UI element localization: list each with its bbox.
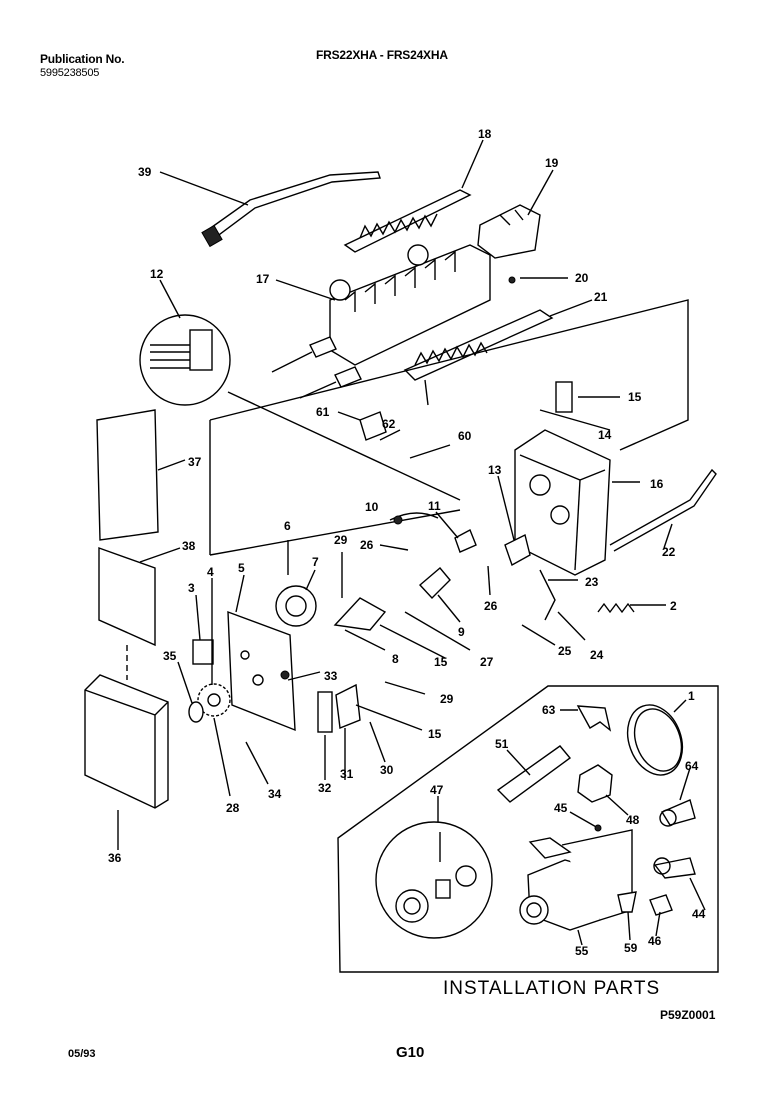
callout-59: 59 [624,941,638,955]
callout-17: 17 [256,272,270,286]
callout-64: 64 [685,759,699,773]
callout-47: 47 [430,783,444,797]
callout-39: 39 [138,165,152,179]
callout-34: 34 [268,787,282,801]
page-id: G10 [396,1044,425,1061]
callout-26: 26 [360,538,374,552]
callout-15: 15 [628,390,642,404]
callout-15b: 15 [434,655,448,669]
callout-60: 60 [458,429,472,443]
control-housing [514,429,640,576]
front-cover [84,674,169,850]
callout-62: 62 [382,417,396,431]
callout-55: 55 [575,944,589,958]
callout-30: 30 [380,763,394,777]
callout-16: 16 [650,477,664,491]
callout-26b: 26 [484,599,498,613]
callout-20: 20 [575,271,589,285]
callout-22: 22 [662,545,676,559]
callout-21: 21 [594,290,608,304]
callout-28: 28 [226,801,240,815]
callout-37: 37 [188,455,202,469]
callout-14: 14 [598,428,612,442]
callout-23: 23 [585,575,599,589]
callout-18: 18 [478,127,492,141]
installation-parts-label: INSTALLATION PARTS [443,978,661,999]
callout-63: 63 [542,703,556,717]
ejector-blade [343,139,484,253]
callout-51: 51 [495,737,509,751]
callout-45: 45 [554,801,568,815]
callout-29: 29 [334,533,348,547]
publication-number: 5995238505 [40,67,100,79]
callout-48: 48 [626,813,640,827]
callout-4: 4 [207,565,214,579]
callout-labels: 39 18 19 12 17 20 21 15 61 62 14 60 37 1… [108,127,706,958]
publication-date: 05/93 [68,1048,96,1060]
callout-2: 2 [670,599,677,613]
callout-19: 19 [545,156,559,170]
wire-harness-detail [139,279,461,501]
callout-12: 12 [150,267,164,281]
callout-61: 61 [316,405,330,419]
callout-8: 8 [392,652,399,666]
callout-13: 13 [488,463,502,477]
mold-bracket [477,169,554,259]
callout-27: 27 [480,655,494,669]
callout-7: 7 [312,555,319,569]
callout-6: 6 [284,519,291,533]
callout-32: 32 [318,781,332,795]
ice-mold [271,244,491,399]
figure-code: P59Z0001 [660,1008,716,1022]
callout-5: 5 [238,561,245,575]
callout-9: 9 [458,625,465,639]
installation-parts-box [337,685,719,973]
callout-44: 44 [692,907,706,921]
callout-46: 46 [648,934,662,948]
callout-3: 3 [188,581,195,595]
callout-10: 10 [365,500,379,514]
callout-25: 25 [558,644,572,658]
callout-15c: 15 [428,727,442,741]
fill-tube [159,171,381,248]
callout-36: 36 [108,851,122,865]
callout-38: 38 [182,539,196,553]
callout-35: 35 [163,649,177,663]
publication-label: Publication No. [40,52,125,66]
model-numbers: FRS22XHA - FRS24XHA [316,48,448,62]
callout-29b: 29 [440,692,454,706]
callout-31: 31 [340,767,354,781]
callout-24: 24 [590,648,604,662]
support-plate [227,574,296,732]
callout-11: 11 [428,499,441,513]
callout-1: 1 [688,689,695,703]
callout-33: 33 [324,669,338,683]
